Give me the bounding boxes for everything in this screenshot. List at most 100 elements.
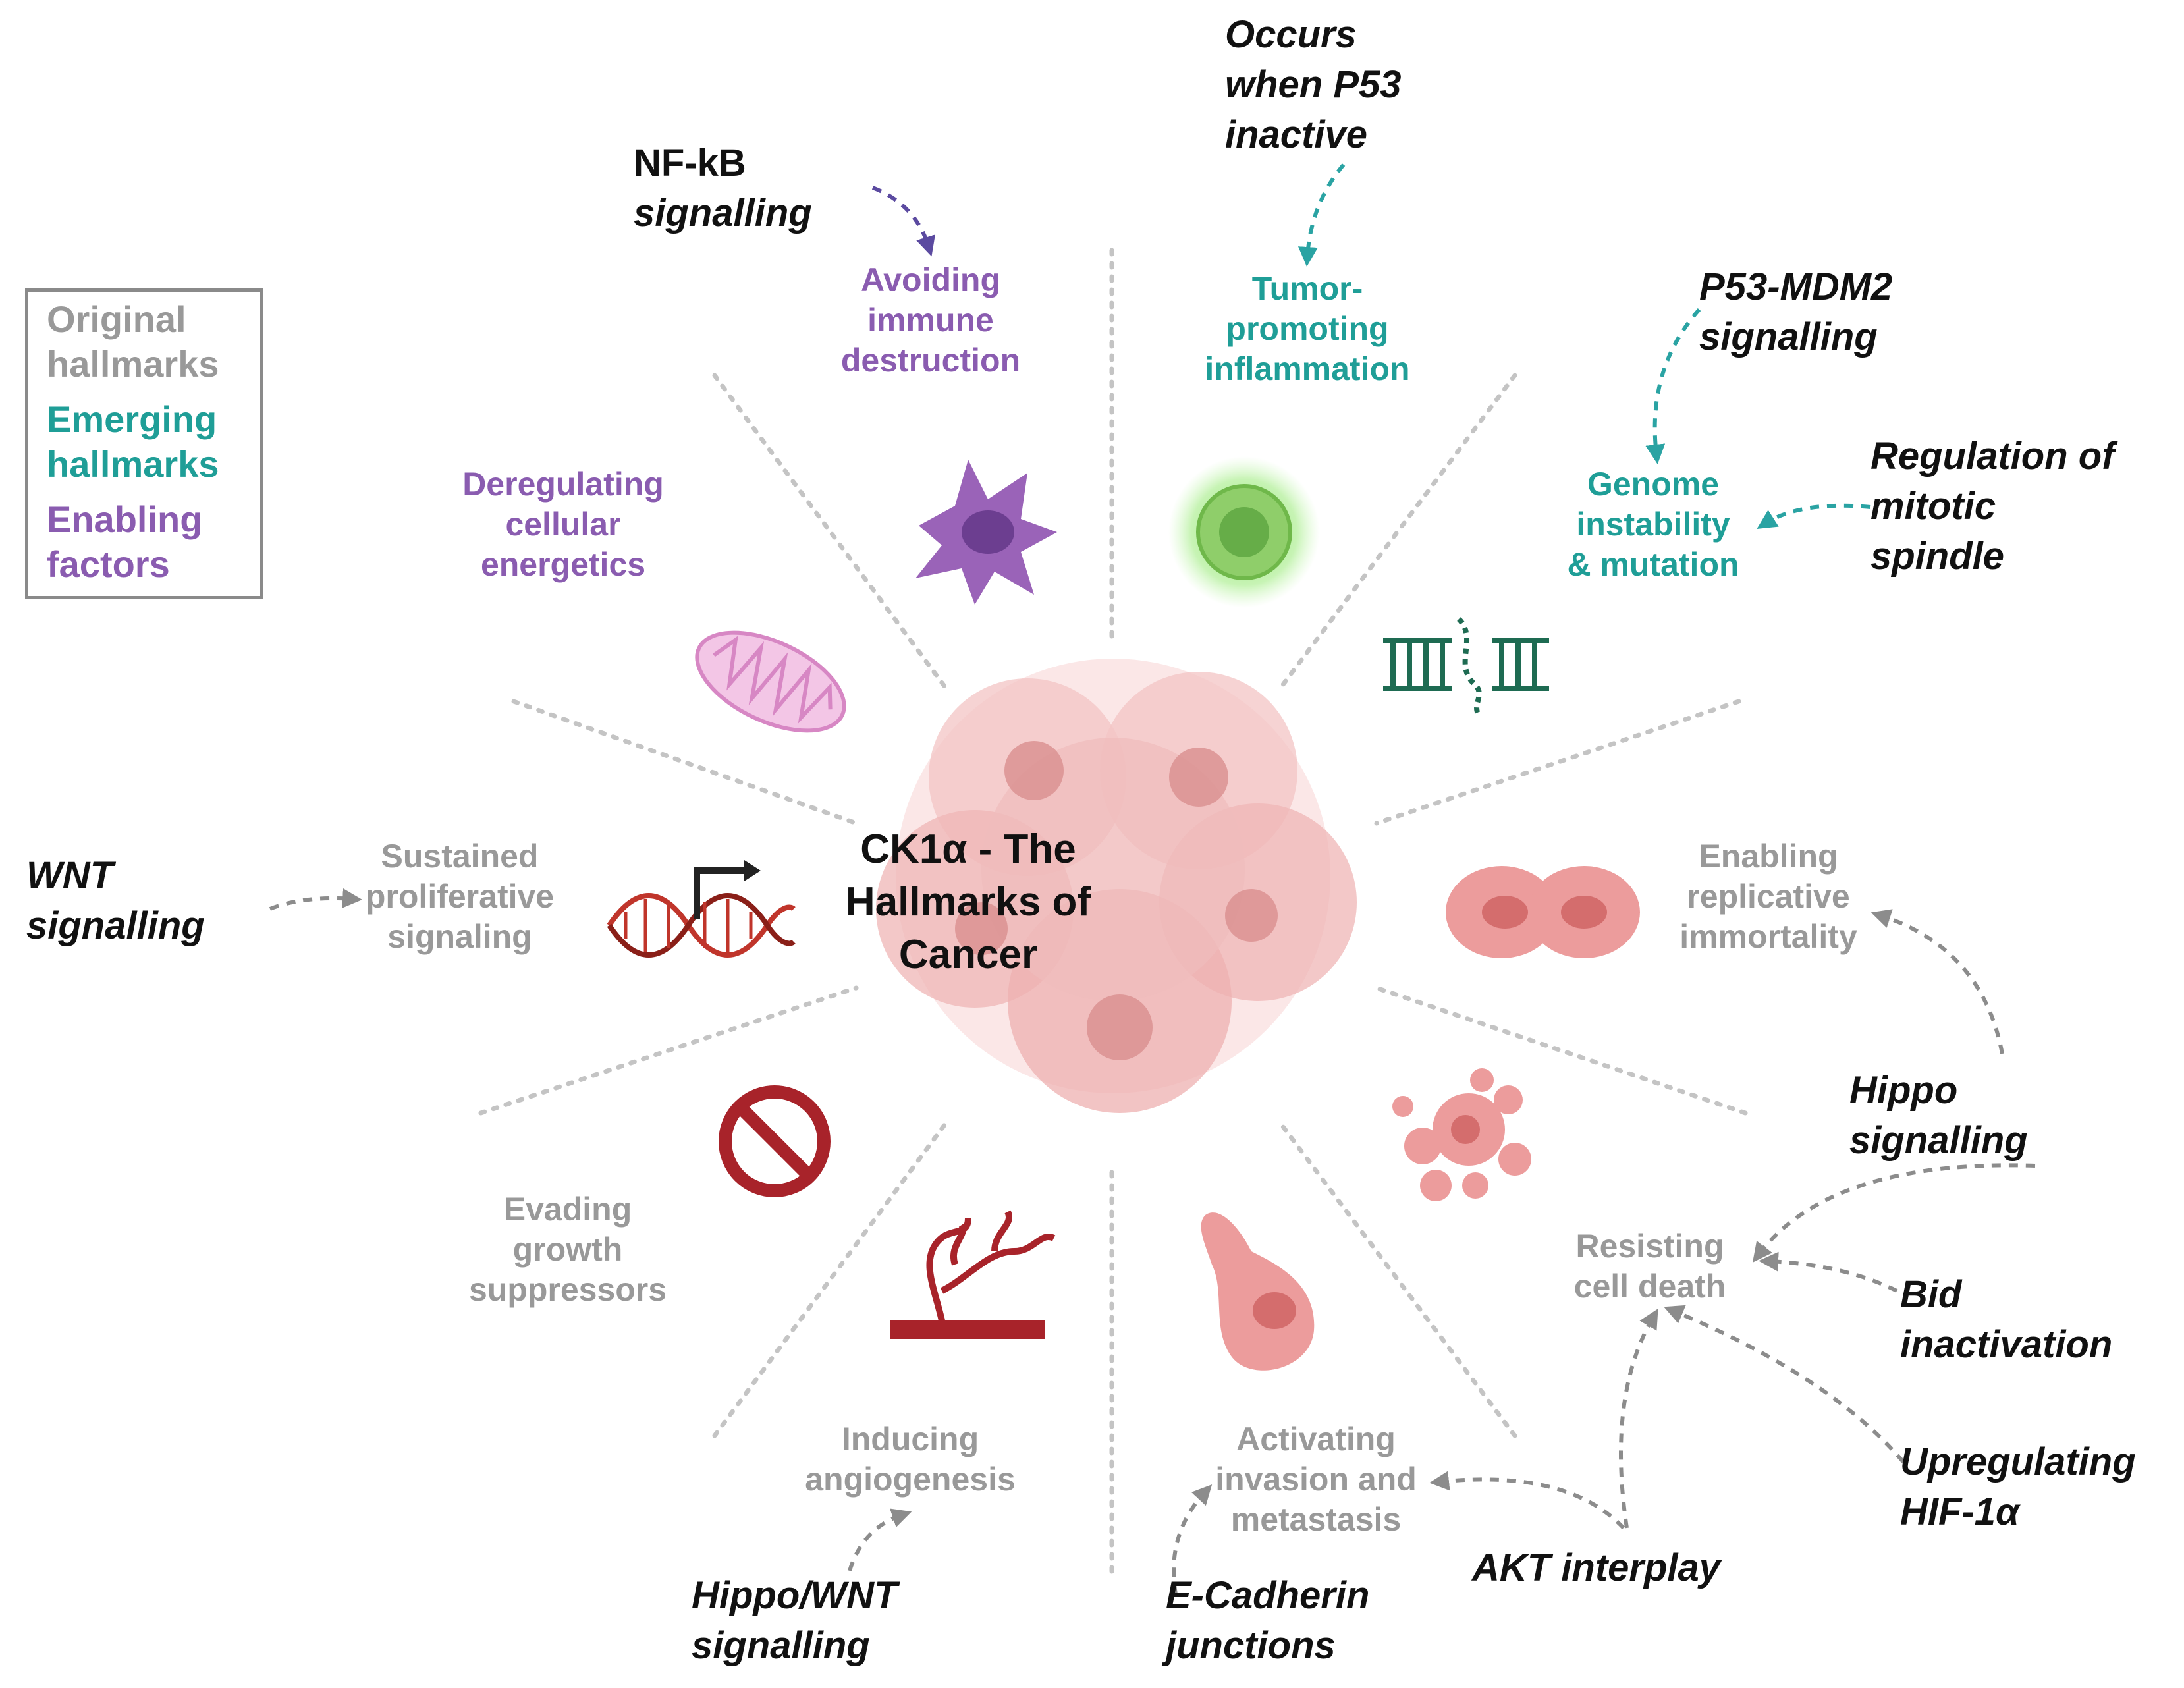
spoke <box>478 985 859 1116</box>
driver-line: inactivation <box>1900 1323 2113 1366</box>
arrow-bid <box>1759 1251 1898 1293</box>
spoke <box>1275 1117 1517 1438</box>
hallmark-line: invasion and <box>1215 1461 1417 1498</box>
spoke <box>1374 699 1741 826</box>
driver-line: AKT interplay <box>1472 1546 1721 1589</box>
driver-wnt: WNT signalling <box>26 851 205 951</box>
driver-line: E-Cadherin <box>1166 1574 1370 1617</box>
dividing-cell-icon <box>1446 866 1640 958</box>
hallmark-line: Resisting <box>1575 1228 1724 1265</box>
hallmark-line: metastasis <box>1230 1501 1402 1538</box>
driver-line: NF-kB <box>634 142 746 184</box>
hallmark-line: cell death <box>1573 1268 1726 1305</box>
driver-mitotic-spindle: Regulation of mitotic spindle <box>1870 431 2115 582</box>
hallmark-line: Sustained <box>381 838 539 875</box>
hallmark-resisting-death: Resisting cell death <box>1574 1226 1726 1307</box>
center-title-line: CK1α - The <box>860 827 1076 872</box>
hallmark-tumor-inflammation: Tumor- promoting inflammation <box>1205 269 1409 389</box>
hallmark-line: Activating <box>1236 1421 1396 1457</box>
driver-line: signalling <box>692 1624 870 1667</box>
divider-spokes <box>478 248 1748 1577</box>
driver-line: mitotic <box>1870 485 1996 528</box>
mitochondrion-icon <box>695 630 846 733</box>
spoke <box>712 1117 951 1438</box>
driver-line: Bid <box>1900 1273 1962 1316</box>
driver-line: HIF-1α <box>1900 1490 2019 1533</box>
arrow-nfkb <box>871 186 935 257</box>
hallmark-line: signaling <box>387 918 532 955</box>
immune-cell-icon <box>915 460 1057 605</box>
driver-line: inactive <box>1225 113 1367 156</box>
driver-bid: Bid inactivation <box>1900 1270 2112 1370</box>
legend-enabling-line2: factors <box>47 543 170 585</box>
tumor-cluster-icon <box>876 659 1357 1113</box>
hallmark-line: angiogenesis <box>805 1461 1016 1498</box>
driver-line: signalling <box>634 192 812 234</box>
hallmark-invasion-metastasis: Activating invasion and metastasis <box>1215 1419 1417 1540</box>
hallmark-sustained-proliferative: Sustained proliferative signaling <box>366 836 554 957</box>
driver-line: spindle <box>1870 535 2005 578</box>
driver-line: junctions <box>1166 1624 1336 1667</box>
driver-line: Hippo <box>1849 1069 1958 1112</box>
driver-hippo-wnt: Hippo/WNT signalling <box>692 1571 897 1671</box>
dna-break-icon <box>1383 617 1549 717</box>
driver-line: Occurs <box>1225 13 1357 56</box>
driver-p53-mdm2: P53-MDM2 signalling <box>1699 262 1892 362</box>
hallmark-line: inflammation <box>1205 350 1410 387</box>
driver-line: Regulation of <box>1870 435 2115 477</box>
apoptotic-cell-icon <box>1392 1068 1531 1201</box>
hallmark-line: promoting <box>1226 310 1389 347</box>
prohibition-icon <box>719 1085 831 1197</box>
arrow-hif <box>1664 1305 1905 1463</box>
hallmark-replicative-immortality: Enabling replicative immortality <box>1679 836 1857 957</box>
hallmark-line: Avoiding <box>860 261 1000 298</box>
driver-nfkb: NF-kB signalling <box>634 138 812 238</box>
hallmark-line: growth <box>512 1231 623 1268</box>
migrating-cell-icon <box>1201 1212 1315 1371</box>
hallmark-inducing-angiogenesis: Inducing angiogenesis <box>805 1419 1016 1500</box>
driver-hippo: Hippo signalling <box>1849 1066 2028 1166</box>
hallmark-line: & mutation <box>1567 546 1739 583</box>
driver-akt: AKT interplay <box>1472 1543 1720 1593</box>
driver-line: Hippo/WNT <box>692 1574 898 1617</box>
hallmark-line: Evading <box>503 1191 632 1228</box>
legend-enabling-line1: Enabling <box>47 499 203 540</box>
arrows <box>269 163 2036 1594</box>
legend: Original hallmarks Emerging hallmarks En… <box>25 288 263 599</box>
hallmark-line: replicative <box>1687 878 1850 915</box>
spoke <box>511 699 859 826</box>
spoke <box>1374 985 1748 1116</box>
driver-p53-inactive: Occurs when P53 inactive <box>1225 10 1402 160</box>
blood-vessel-icon <box>890 1210 1056 1339</box>
driver-line: WNT <box>26 854 114 897</box>
hallmark-avoiding-immune: Avoiding immune destruction <box>841 260 1020 381</box>
hallmark-line: suppressors <box>468 1271 667 1308</box>
arrow-hippo-resist <box>1752 1163 2036 1263</box>
center-title-line: Cancer <box>898 932 1038 977</box>
driver-line: signalling <box>1699 315 1878 358</box>
spoke <box>712 373 951 694</box>
legend-emerging-line1: Emerging <box>47 398 217 440</box>
dna-transcription-icon <box>607 860 796 958</box>
hallmark-deregulating-energetics: Deregulating cellular energetics <box>462 464 664 585</box>
arrow-hippo <box>1870 909 2004 1054</box>
center-title: CK1α - The Hallmarks of Cancer <box>823 823 1113 981</box>
hallmark-line: Inducing <box>841 1421 979 1457</box>
driver-line: signalling <box>1849 1119 2028 1162</box>
legend-emerging-line2: hallmarks <box>47 443 219 485</box>
inflammation-cell-icon <box>1168 456 1320 608</box>
hallmark-line: energetics <box>480 546 646 583</box>
hallmark-line: Enabling <box>1699 838 1838 875</box>
hallmark-line: instability <box>1576 506 1730 543</box>
hallmark-line: destruction <box>840 342 1021 379</box>
hallmark-evading-suppressors: Evading growth suppressors <box>469 1189 667 1310</box>
driver-ecadherin: E-Cadherin junctions <box>1166 1571 1369 1671</box>
driver-line: Upregulating <box>1900 1440 2136 1483</box>
hallmark-line: proliferative <box>365 878 555 915</box>
hallmark-line: cellular <box>505 506 621 543</box>
hallmark-genome-instability: Genome instability & mutation <box>1567 464 1739 585</box>
hallmark-line: Genome <box>1587 466 1720 503</box>
arrow-akt-invasion <box>1429 1471 1625 1530</box>
hallmark-line: Deregulating <box>462 466 664 503</box>
